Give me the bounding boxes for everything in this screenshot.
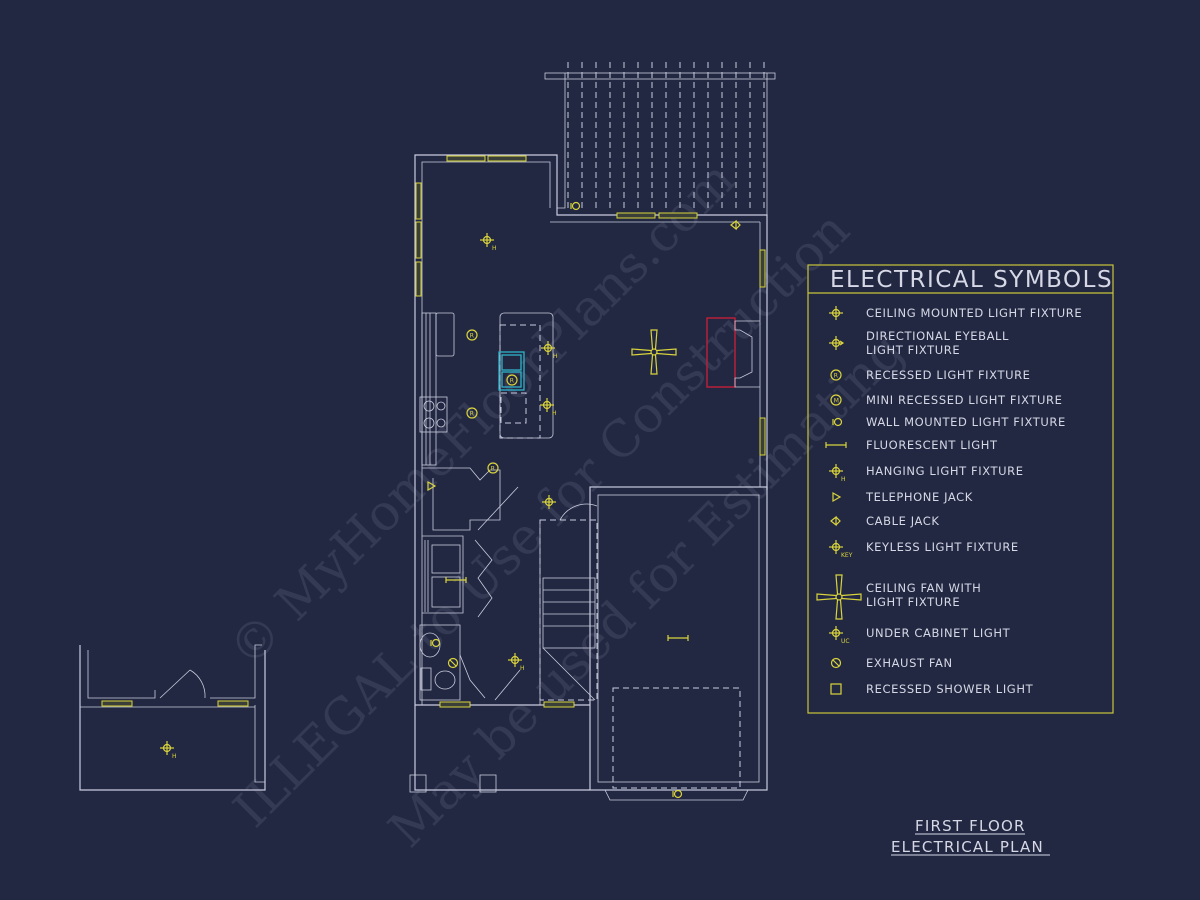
recessed-light-icon: R [487, 462, 499, 474]
svg-text:R: R [491, 465, 495, 472]
legend-item: CEILING MOUNTED LIGHT FIXTURE [829, 306, 1082, 320]
svg-text:ILLEGAL to Use for Constructio: ILLEGAL to Use for Construction [222, 200, 860, 838]
telephone-jack-icon [832, 491, 842, 503]
keyless-light-icon: KEY [829, 540, 853, 559]
exhaust-fan-icon [830, 657, 842, 669]
legend-item: WALL MOUNTED LIGHT FIXTURE [832, 415, 1066, 429]
legend-item: R RECESSED LIGHT FIXTURE [830, 368, 1031, 382]
ceiling-light-icon [542, 495, 556, 509]
hanging-light-icon: H [541, 341, 558, 360]
cable-jack-icon [730, 219, 741, 231]
telephone-jack-icon [427, 480, 437, 492]
legend-item-label: HANGING LIGHT FIXTURE [866, 464, 1024, 478]
legend-item-label: FLUORESCENT LIGHT [866, 438, 998, 452]
svg-text:R: R [470, 410, 474, 417]
ceiling-fan-icon [816, 574, 862, 620]
hanging-light-icon: H [480, 233, 497, 252]
svg-text:R: R [510, 377, 514, 384]
hanging-light-icon: H [160, 741, 177, 760]
legend-item-label: TELEPHONE JACK [865, 490, 973, 504]
recessed-light-icon: R [506, 374, 518, 386]
legend-item-label: DIRECTIONAL EYEBALL [866, 329, 1009, 343]
exhaust-fan-icon [447, 657, 459, 669]
legend-item-label: RECESSED SHOWER LIGHT [866, 682, 1034, 696]
legend-item-label: CABLE JACK [866, 514, 940, 528]
legend-item-label: KEYLESS LIGHT FIXTURE [866, 540, 1019, 554]
pergola [544, 62, 776, 212]
wall-light-icon [570, 201, 581, 211]
fluorescent-light-icon [445, 577, 467, 583]
legend-item: M MINI RECESSED LIGHT FIXTURE [830, 393, 1063, 407]
ceiling-light-icon [829, 306, 843, 320]
recessed-light-icon: R [830, 369, 842, 381]
legend-item: H HANGING LIGHT FIXTURE [829, 464, 1024, 483]
legend-item: EXHAUST FAN [830, 656, 953, 670]
svg-text:UC: UC [841, 638, 850, 645]
hanging-light-icon: H [829, 464, 846, 483]
svg-text:H: H [553, 353, 558, 360]
legend-item-label: UNDER CABINET LIGHT [866, 626, 1011, 640]
plan-title: FIRST FLOOR ELECTRICAL PLAN [891, 817, 1050, 856]
legend-item: TELEPHONE JACK [832, 490, 973, 504]
legend-item-label: MINI RECESSED LIGHT FIXTURE [866, 393, 1063, 407]
svg-text:H: H [841, 476, 846, 483]
fluorescent-light-icon [667, 635, 689, 641]
legend-item-label: RECESSED LIGHT FIXTURE [866, 368, 1031, 382]
legend-item: UC UNDER CABINET LIGHT [829, 626, 1011, 645]
ceiling-fan-symbol [631, 329, 677, 375]
legend-item-label-2: LIGHT FIXTURE [866, 343, 960, 357]
recessed-light-icon: R [466, 407, 478, 419]
wall-light-icon [832, 417, 843, 427]
svg-text:H: H [492, 245, 497, 252]
svg-text:H: H [520, 665, 525, 672]
watermark: © MyHomeFloorPlans.com ILLEGAL to Use fo… [217, 150, 915, 859]
recessed-shower-light-icon [830, 683, 842, 695]
plan-title-line2: ELECTRICAL PLAN [891, 838, 1044, 856]
windows [101, 155, 766, 708]
mini-recessed-light-icon: M [830, 394, 842, 406]
wall-light-icon [672, 789, 683, 799]
svg-text:H: H [552, 410, 557, 417]
under-cabinet-light-icon: UC [829, 626, 850, 645]
legend-item-label: EXHAUST FAN [866, 656, 953, 670]
fluorescent-light-icon [825, 442, 847, 448]
legend-item: FLUORESCENT LIGHT [825, 438, 998, 452]
legend-title: ELECTRICAL SYMBOLS [830, 267, 1113, 293]
electrical-fixtures: H H H R R R R H H [160, 201, 741, 799]
wall-light-icon [430, 638, 441, 648]
svg-text:M: M [834, 397, 839, 404]
electrical-symbols-legend: ELECTRICAL SYMBOLS CEILING MOUNTED LIGHT… [807, 264, 1114, 714]
legend-item-label-2: LIGHT FIXTURE [866, 595, 960, 609]
legend-item-label: CEILING FAN WITH [866, 581, 981, 595]
hanging-light-icon: H [508, 653, 525, 672]
eyeball-light-icon [829, 336, 845, 350]
legend-item: CABLE JACK [830, 514, 940, 528]
rear-deck [79, 644, 266, 791]
svg-text:KEY: KEY [841, 552, 853, 559]
kitchen [419, 312, 554, 466]
legend-item: KEY KEYLESS LIGHT FIXTURE [829, 540, 1019, 559]
svg-text:R: R [470, 332, 474, 339]
fireplace [706, 317, 760, 388]
recessed-light-icon: R [466, 329, 478, 341]
legend-item-label: WALL MOUNTED LIGHT FIXTURE [866, 415, 1066, 429]
ceiling-fan-icon [631, 329, 677, 375]
legend-item-label: CEILING MOUNTED LIGHT FIXTURE [866, 306, 1082, 320]
cable-jack-icon [830, 515, 841, 527]
hanging-light-icon: H [540, 398, 557, 417]
svg-text:H: H [172, 753, 177, 760]
interior-walls [419, 467, 598, 705]
svg-text:R: R [834, 372, 838, 379]
legend-item: RECESSED SHOWER LIGHT [830, 682, 1034, 696]
plan-title-line1: FIRST FLOOR [915, 817, 1026, 835]
